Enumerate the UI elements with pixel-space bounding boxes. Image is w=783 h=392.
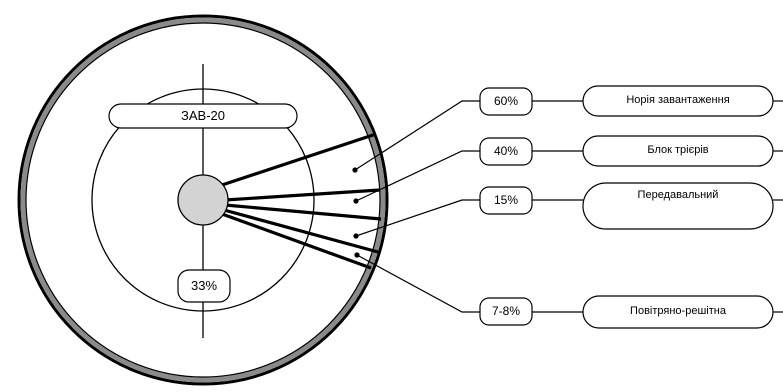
leader-lines xyxy=(354,100,480,313)
center-value-box xyxy=(177,269,231,303)
spoke-1 xyxy=(221,132,377,187)
spoke-4 xyxy=(223,208,379,254)
leader-line-1 xyxy=(354,100,480,171)
leader-line-4 xyxy=(356,254,480,313)
center-value: 33% xyxy=(190,278,218,293)
branch-1-percent: 60% xyxy=(493,94,519,108)
center-hub xyxy=(177,174,229,226)
branch-4-percent: 7-8% xyxy=(491,304,520,318)
machine-label: ЗАВ-20 xyxy=(181,108,225,123)
spokes xyxy=(221,132,382,270)
spoke-2 xyxy=(224,188,381,202)
right-stubs xyxy=(773,100,783,313)
branch-3-name: Передавальний xyxy=(637,189,719,201)
leader-line-2 xyxy=(355,150,480,202)
branch-2-percent: 40% xyxy=(493,144,519,158)
branch-1-name: Норія завантаження xyxy=(626,94,730,106)
spoke-5 xyxy=(221,212,372,270)
branch-2-name: Блок трієрів xyxy=(647,144,709,156)
outer-rim-band xyxy=(20,17,386,383)
machine-label-box xyxy=(108,103,298,129)
outer-rim-inner-edge xyxy=(25,22,381,378)
branch-3-percent: 15% xyxy=(493,193,519,207)
name-boxes xyxy=(582,85,774,329)
leader-line-3 xyxy=(355,199,480,237)
branch-4-name: Повітряно-решітна xyxy=(630,305,726,317)
spoke-3 xyxy=(224,203,382,221)
name-box-3 xyxy=(582,182,774,230)
connector-lines xyxy=(532,100,583,313)
